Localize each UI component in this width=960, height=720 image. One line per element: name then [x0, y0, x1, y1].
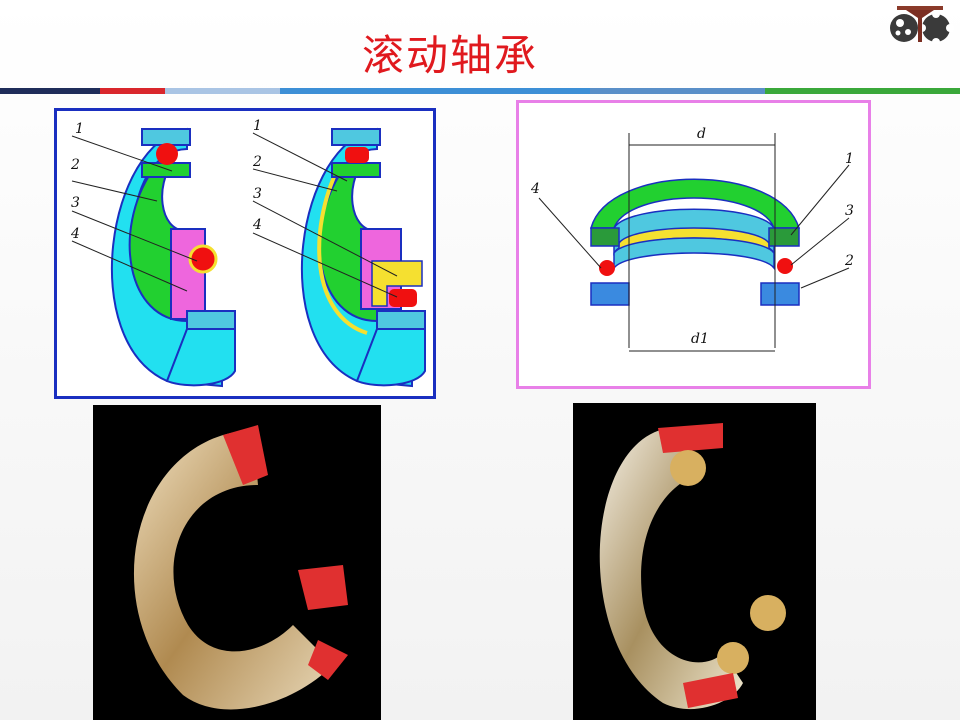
slide-title: 滚动轴承	[361, 31, 538, 80]
label-2: 2	[252, 154, 262, 170]
label-2: 2	[70, 157, 80, 173]
header-stripe	[0, 88, 960, 94]
logo	[884, 4, 956, 44]
roller-bearing-render	[93, 405, 381, 720]
dimension-d: d	[697, 126, 706, 142]
label-2: 2	[844, 253, 854, 269]
label-4: 4	[252, 217, 262, 233]
cylindrical-roller-bearing: 1 2 3 4	[252, 118, 426, 388]
label-3: 3	[253, 186, 262, 202]
thrust-bearing-diagram: d d1 4 1 3 2	[516, 100, 871, 389]
label-4: 4	[530, 181, 540, 197]
dimension-d1: d1	[691, 331, 709, 347]
label-1: 1	[845, 151, 854, 167]
label-3: 3	[71, 195, 80, 211]
label-3: 3	[845, 203, 854, 219]
ball-bearing-render	[573, 403, 816, 720]
bearing-cross-section-diagram: 1 2 3 4 1 2 3 4	[54, 108, 436, 399]
label-1: 1	[75, 121, 84, 137]
label-1: 1	[253, 118, 262, 134]
deep-groove-ball-bearing: 1 2 3 4	[70, 121, 236, 388]
label-4: 4	[70, 226, 80, 242]
